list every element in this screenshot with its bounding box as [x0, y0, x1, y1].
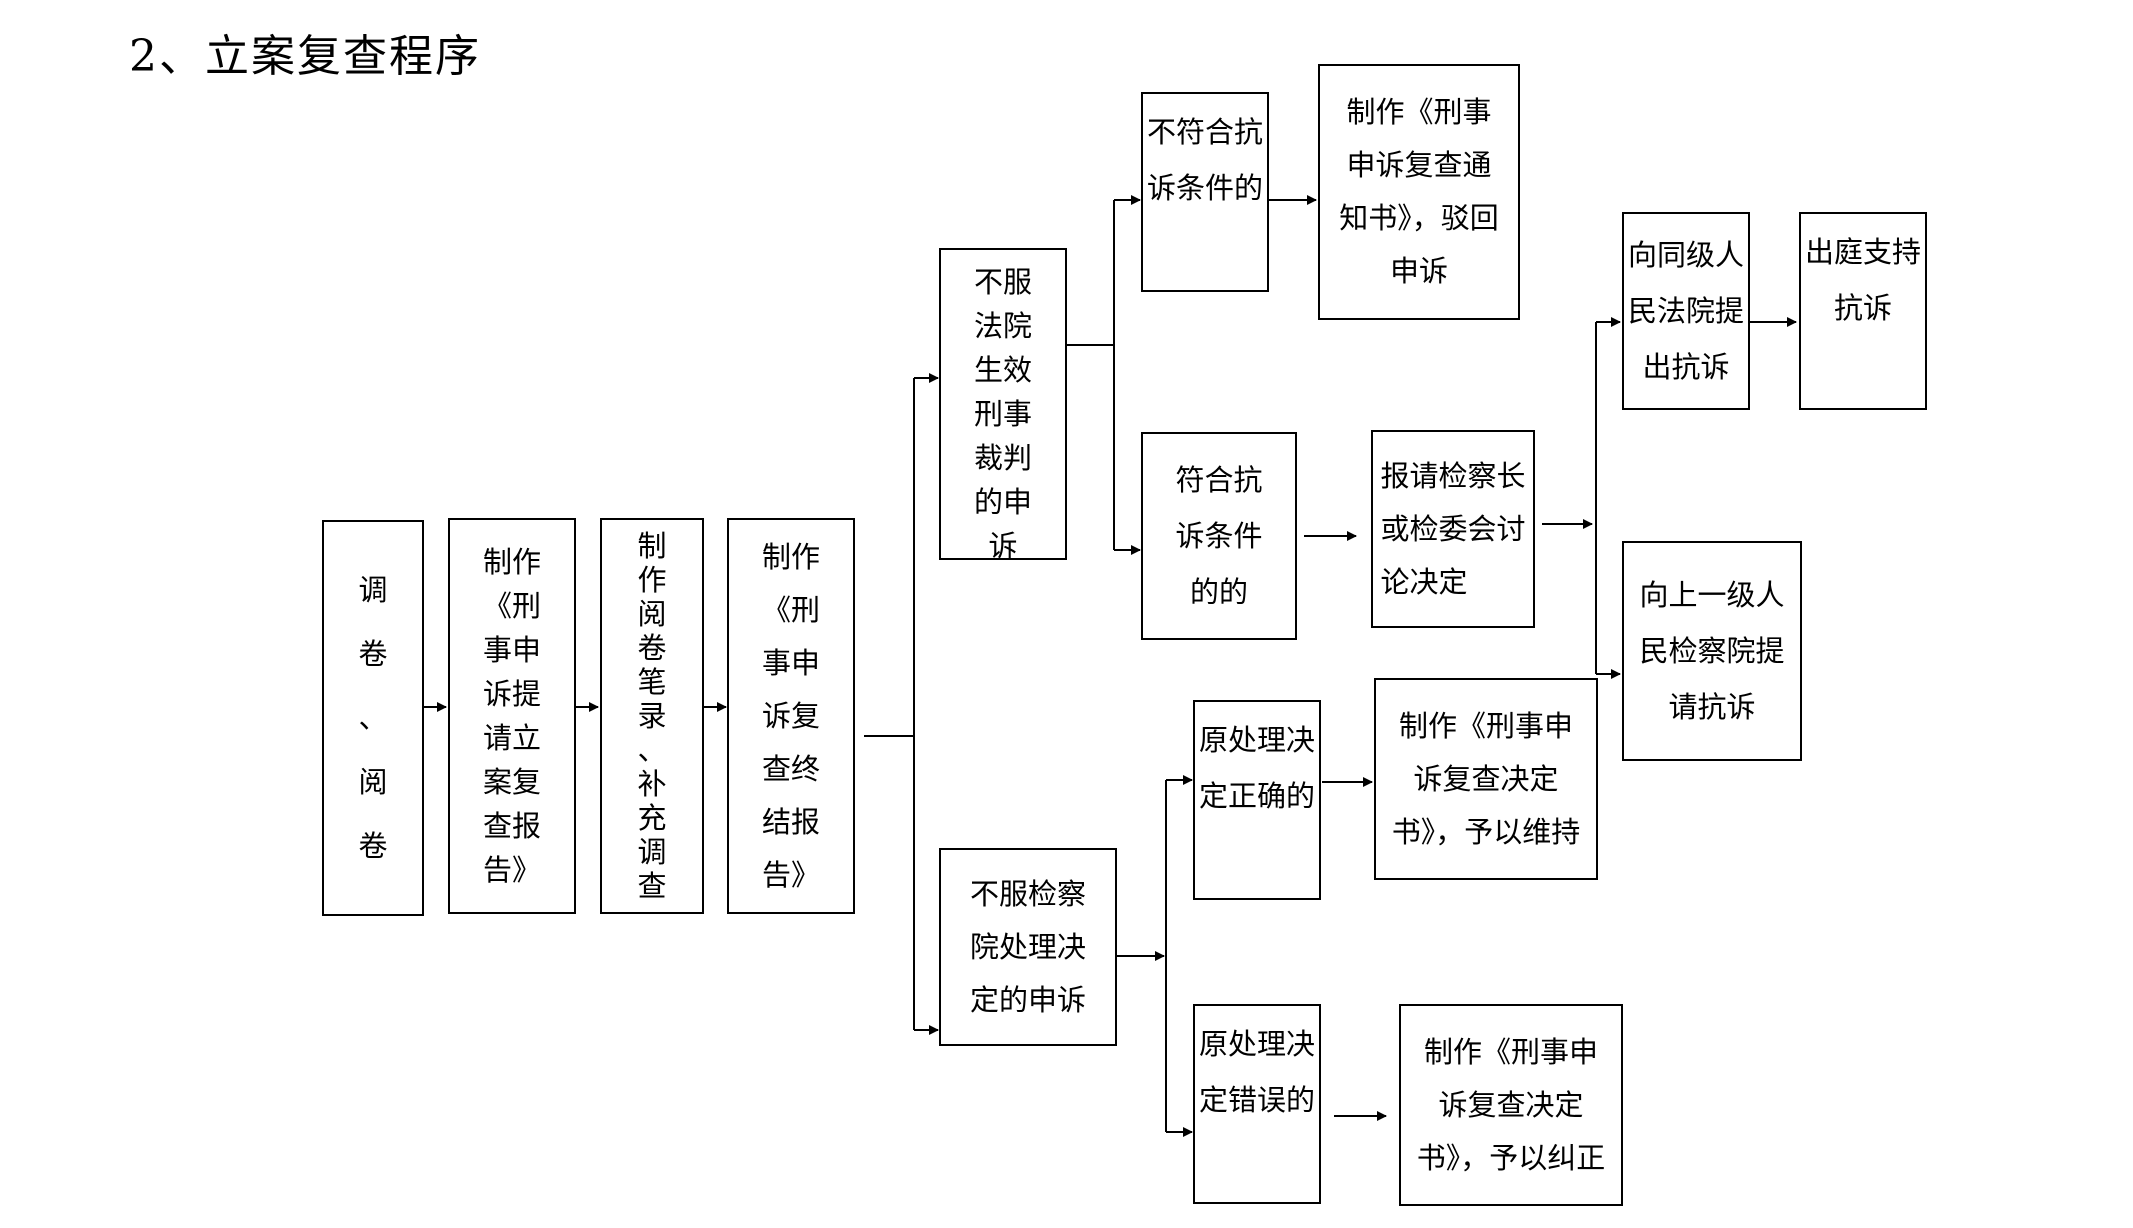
step-reading-notes-label: 制 作 阅 卷 笔 录 、 补 充 调 查 — [637, 529, 667, 903]
protest-to-same-level-court-label: 向同级人 民法院提 出抗诉 — [1627, 238, 1744, 384]
original-decision-correct-label: 原处理决 定正确的 — [1198, 723, 1315, 813]
request-higher-procuratorate-protest: 向上一级人 民检察院提 请抗诉 — [1622, 541, 1802, 761]
appeal-court-judgment: 不服 法院 生效 刑事 裁判 的申 诉 — [939, 248, 1067, 560]
appeal-procuratorate-decision-label: 不服检察 院处理决 定的申诉 — [969, 876, 1086, 1017]
step-read-files-label: 调 卷 、 阅 卷 — [358, 573, 388, 863]
review-decision-correct: 制作《刑事申 诉复查决定 书》，予以纠正 — [1399, 1004, 1623, 1206]
appeal-court-judgment-label: 不服 法院 生效 刑事 裁判 的申 诉 — [973, 265, 1032, 560]
request-higher-procuratorate-protest-label: 向上一级人 民检察院提 请抗诉 — [1639, 578, 1785, 724]
reject-appeal-notice: 制作《刑事 申诉复查通 知书》，驳回 申诉 — [1318, 64, 1520, 320]
reject-appeal-notice-label: 制作《刑事 申诉复查通 知书》，驳回 申诉 — [1339, 95, 1499, 288]
step-reading-notes: 制 作 阅 卷 笔 录 、 补 充 调 查 — [600, 518, 704, 914]
original-decision-correct: 原处理决 定正确的 — [1193, 700, 1321, 900]
meet-protest-conditions: 符合抗 诉条件 的的 — [1141, 432, 1297, 640]
original-decision-wrong-label: 原处理决 定错误的 — [1198, 1027, 1315, 1117]
appeal-procuratorate-decision: 不服检察 院处理决 定的申诉 — [939, 848, 1117, 1046]
step-final-report: 制作 《刑 事申 诉复 查终 结报 告》 — [727, 518, 855, 914]
review-decision-correct-label: 制作《刑事申 诉复查决定 书》，予以纠正 — [1416, 1034, 1606, 1175]
original-decision-wrong: 原处理决 定错误的 — [1193, 1004, 1321, 1204]
protest-to-same-level-court: 向同级人 民法院提 出抗诉 — [1622, 212, 1750, 410]
step-read-files: 调 卷 、 阅 卷 — [322, 520, 424, 916]
page-title: 2、立案复查程序 — [129, 31, 481, 82]
not-meet-protest-conditions: 不符合抗 诉条件的 — [1141, 92, 1269, 292]
meet-protest-conditions-label: 符合抗 诉条件 的的 — [1175, 463, 1263, 609]
not-meet-protest-conditions-label: 不符合抗 诉条件的 — [1146, 115, 1263, 205]
step-filing-report-label: 制作 《刑 事申 诉提 请立 案复 查报 告》 — [482, 545, 541, 887]
chief-prosecutor-decision-label: 报请检察长 或检委会讨 论决定 — [1380, 458, 1526, 599]
step-final-report-label: 制作 《刑 事申 诉复 查终 结报 告》 — [761, 539, 820, 892]
review-decision-maintain: 制作《刑事申 诉复查决定 书》，予以维持 — [1374, 678, 1598, 880]
chief-prosecutor-decision: 报请检察长 或检委会讨 论决定 — [1371, 430, 1535, 628]
review-decision-maintain-label: 制作《刑事申 诉复查决定 书》，予以维持 — [1391, 708, 1581, 849]
attend-court-support-protest: 出庭支持 抗诉 — [1799, 212, 1927, 410]
step-filing-report: 制作 《刑 事申 诉提 请立 案复 查报 告》 — [448, 518, 576, 914]
attend-court-support-protest-label: 出庭支持 抗诉 — [1804, 235, 1921, 325]
